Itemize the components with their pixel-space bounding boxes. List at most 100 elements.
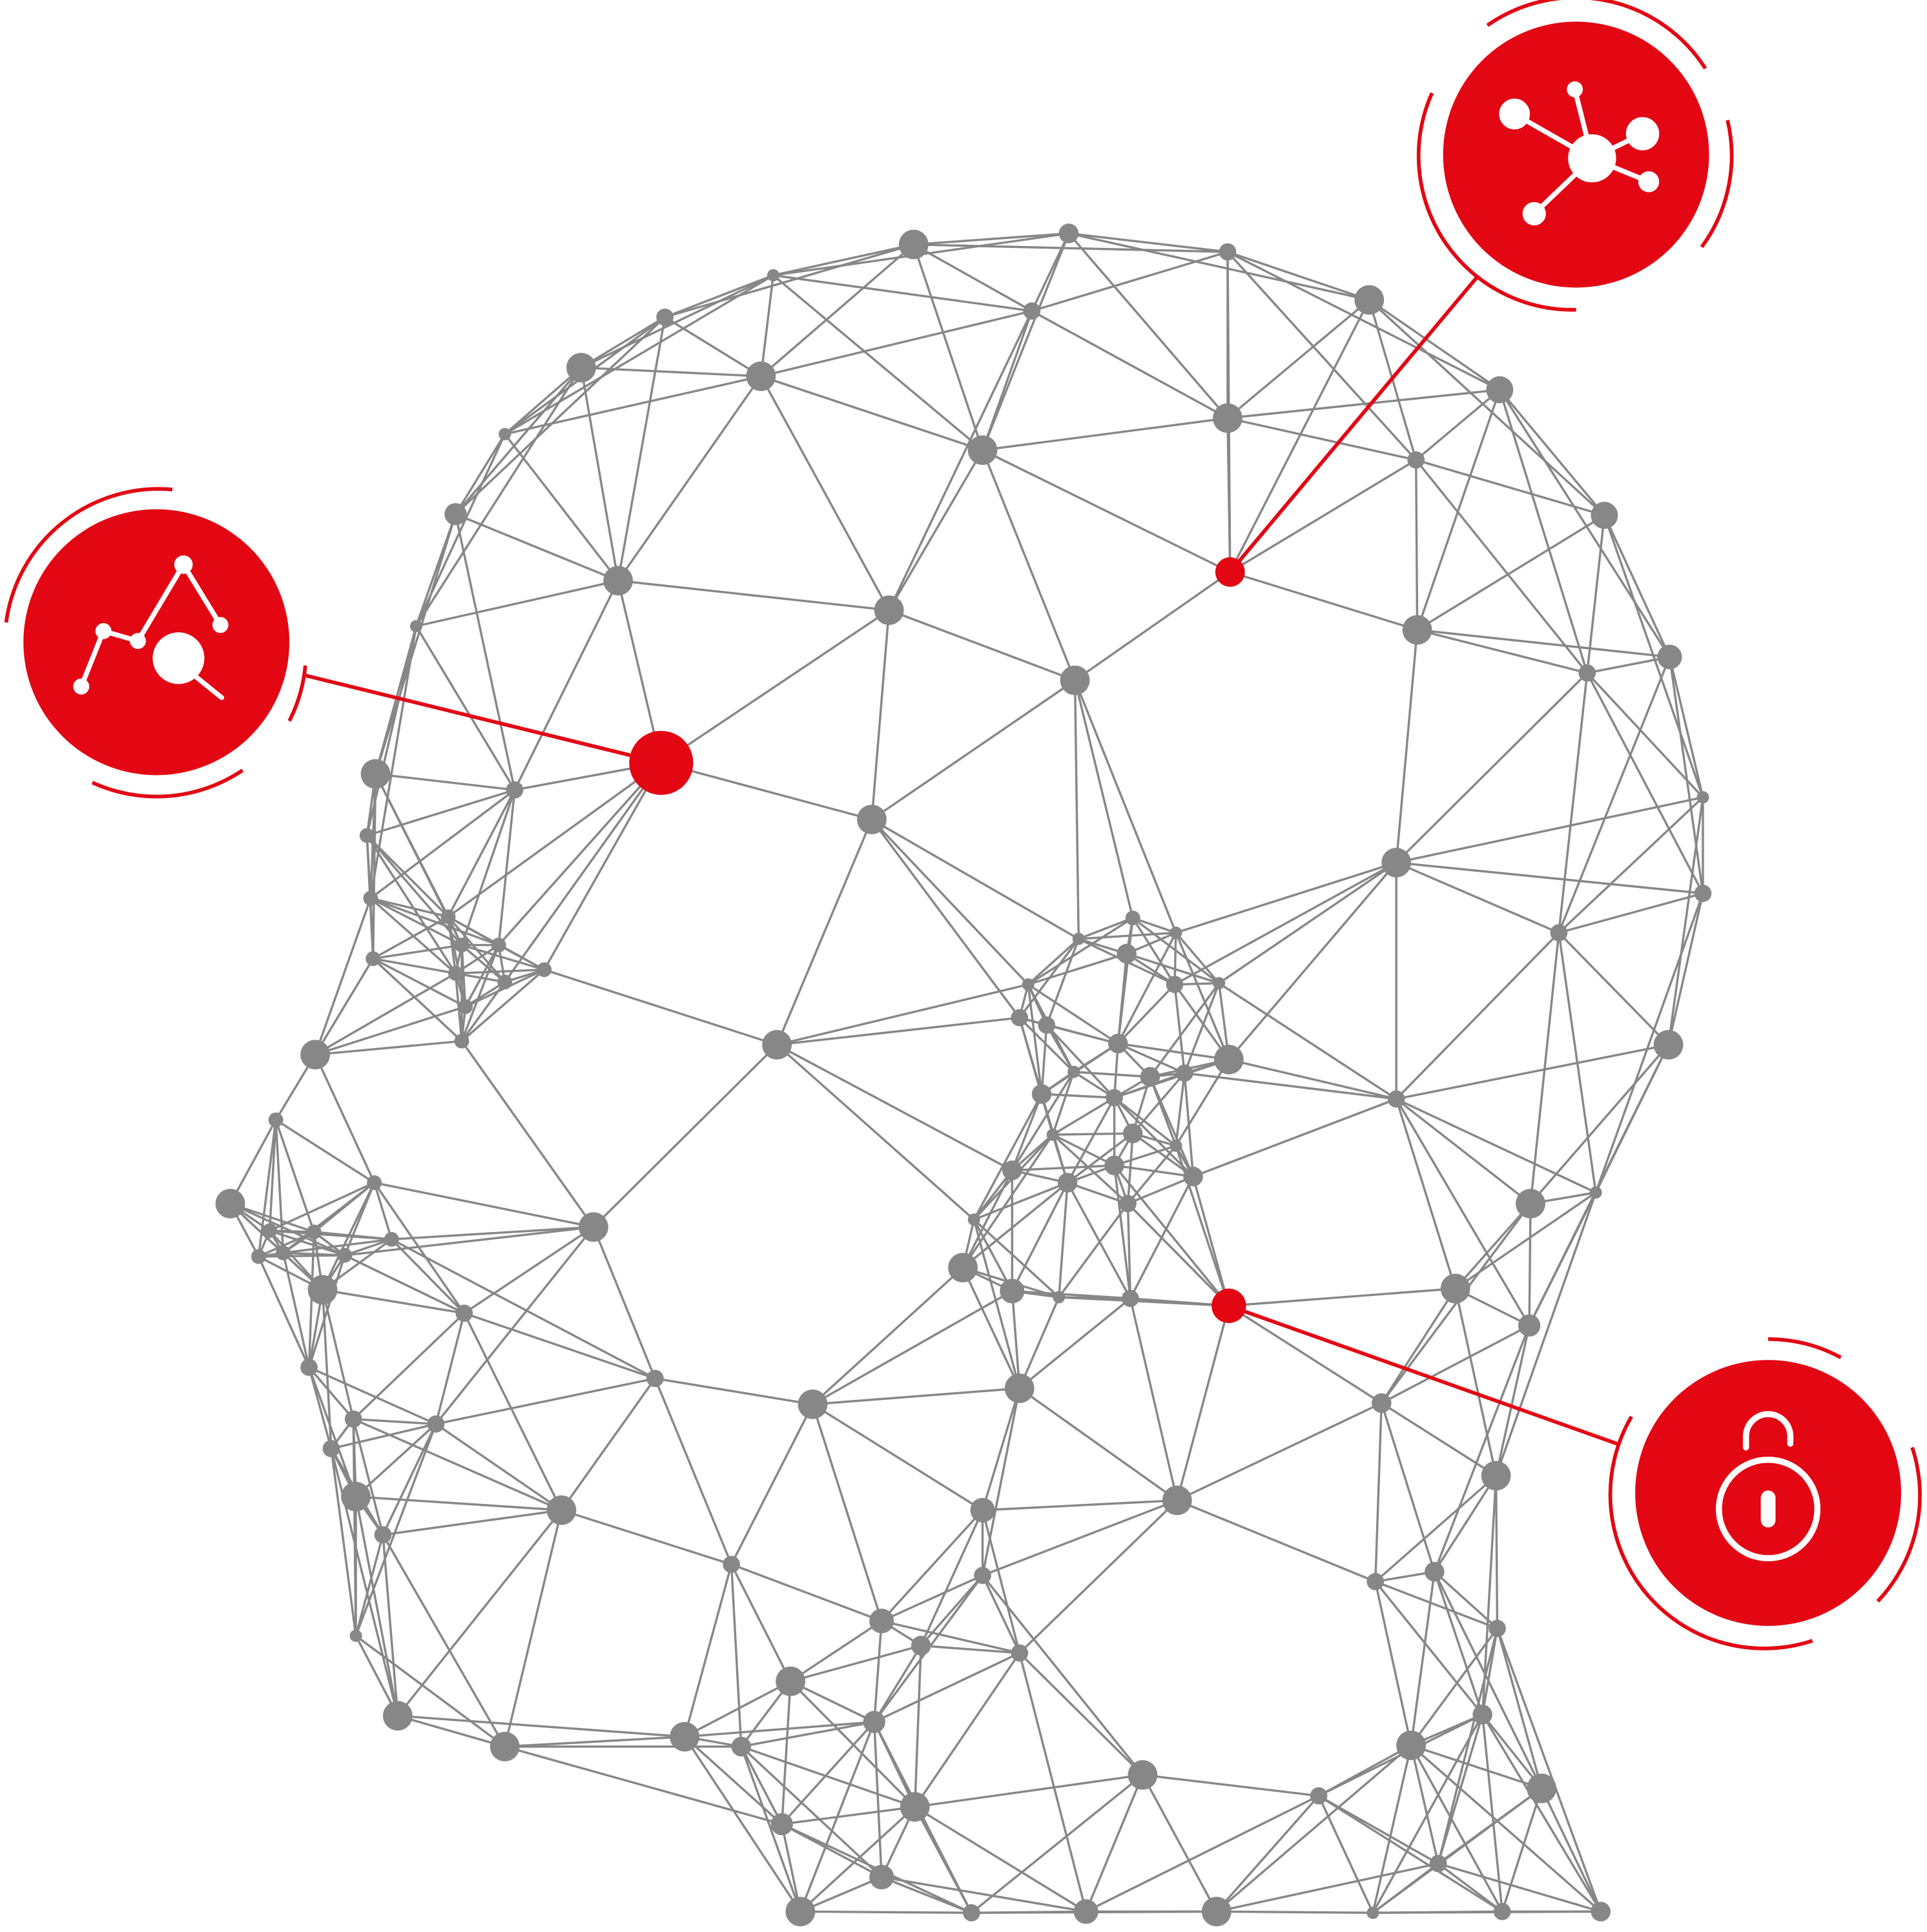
mesh-node <box>967 1213 980 1226</box>
mesh-edge <box>1415 389 1501 461</box>
mesh-edge <box>1085 1794 1319 1913</box>
mesh-edge <box>1052 1096 1115 1136</box>
mesh-edge <box>269 1229 392 1241</box>
mesh-edge <box>1228 1287 1456 1307</box>
mesh-node <box>1067 1065 1080 1078</box>
mesh-edge <box>353 1312 466 1420</box>
mesh-edge <box>1498 389 1671 658</box>
mesh-edge <box>1395 1098 1457 1290</box>
mesh-edge <box>1046 1024 1075 1073</box>
mesh-edge <box>1113 1096 1194 1178</box>
mesh-edge <box>730 1404 814 1565</box>
mesh-node <box>359 828 375 843</box>
mesh-edge <box>1018 1297 1060 1389</box>
mesh-node <box>366 951 381 966</box>
mesh-edge <box>1396 1098 1596 1194</box>
mesh-node <box>762 1030 792 1060</box>
mesh-edge <box>874 1652 1020 1723</box>
mesh-edge <box>800 1910 972 1914</box>
mesh-edge <box>1226 299 1370 419</box>
mesh-edge <box>1176 1305 1230 1501</box>
mesh-node <box>1429 1855 1447 1873</box>
mesh-edge <box>1113 1096 1177 1147</box>
mesh-edge <box>415 367 582 627</box>
mesh-edge <box>353 1418 562 1512</box>
mesh-edge <box>397 1714 506 1748</box>
mesh-edge <box>812 1387 1020 1406</box>
mesh-node <box>1310 1787 1328 1805</box>
mesh-node <box>1023 302 1041 320</box>
mesh-edge <box>981 311 1033 451</box>
mesh-edge <box>331 1423 437 1450</box>
mesh-edge <box>344 1238 392 1257</box>
mesh-node <box>948 1253 978 1283</box>
mesh-node <box>1489 1619 1506 1638</box>
mesh-edge <box>1051 1071 1075 1135</box>
mesh-edge <box>730 1563 792 1682</box>
mesh-node <box>1366 1906 1379 1919</box>
mesh-edge <box>913 1645 922 1807</box>
mesh-edge <box>1175 1059 1230 1147</box>
mesh-edge <box>1395 1098 1530 1326</box>
mesh-edge <box>1073 680 1080 940</box>
mesh-edge <box>1380 1403 1436 1572</box>
mesh-edge <box>881 1574 984 1622</box>
mesh-edge <box>913 243 1228 253</box>
mesh-edge <box>1175 861 1397 934</box>
mesh-edge <box>1410 1745 1503 1913</box>
mesh-edge <box>1481 1714 1543 1789</box>
mesh-node <box>382 1701 413 1731</box>
mesh-node <box>1219 243 1237 261</box>
mesh-edge <box>307 1367 333 1449</box>
mesh-edge <box>1078 931 1177 940</box>
mesh-node <box>1214 1045 1244 1074</box>
mesh-node <box>276 1245 291 1260</box>
mesh-edge <box>372 958 463 1042</box>
mesh-edge <box>1227 251 1501 391</box>
mesh-node <box>1170 926 1182 940</box>
mesh-edge <box>1218 982 1397 1100</box>
mesh-edge <box>391 1238 656 1380</box>
mesh-edge <box>920 1574 984 1647</box>
mesh-edge <box>1481 1714 1503 1912</box>
mesh-node <box>1053 1291 1066 1304</box>
mesh-edge <box>740 1746 801 1912</box>
mesh-edge <box>497 762 663 946</box>
mesh-node <box>1004 1373 1035 1403</box>
mesh-node <box>1550 924 1568 941</box>
mesh-node <box>1407 451 1425 469</box>
mesh-edge <box>1126 1203 1132 1299</box>
mesh-edge <box>912 243 1033 313</box>
mesh-edge <box>1011 1071 1075 1171</box>
mesh-edge <box>463 1226 594 1315</box>
mesh-edge <box>355 1496 399 1716</box>
mesh-edge <box>1434 1570 1498 1630</box>
mesh-edge <box>1173 932 1177 985</box>
mesh-edge <box>1594 892 1704 1193</box>
mesh-node <box>1162 1485 1192 1516</box>
mesh-edge <box>740 1745 883 1878</box>
mesh-edge <box>759 275 775 376</box>
mesh-edge <box>1018 1387 1178 1501</box>
mesh-edge <box>1046 1023 1118 1045</box>
mesh-edge <box>664 316 762 378</box>
mesh-edge <box>464 944 500 1007</box>
mesh-edge <box>373 1182 393 1240</box>
mesh-edge <box>1227 388 1500 420</box>
mesh-edge <box>1142 1774 1319 1797</box>
mesh-edge <box>1175 1145 1230 1306</box>
mesh-edge <box>684 1680 791 1738</box>
mesh-edge <box>1668 657 1704 894</box>
mesh-node <box>1213 403 1242 433</box>
mesh-edge <box>661 761 872 821</box>
highlight-node <box>1211 1288 1246 1323</box>
mesh-edge <box>504 375 761 435</box>
mesh-node <box>454 938 469 953</box>
mesh-edge <box>581 316 666 369</box>
mesh-edge <box>370 897 462 947</box>
mesh-edge <box>981 449 1077 681</box>
molecule-badge <box>1416 0 1734 312</box>
mesh-edge <box>920 1510 984 1647</box>
mesh-edge <box>504 433 619 582</box>
mesh-edge <box>1027 938 1080 985</box>
